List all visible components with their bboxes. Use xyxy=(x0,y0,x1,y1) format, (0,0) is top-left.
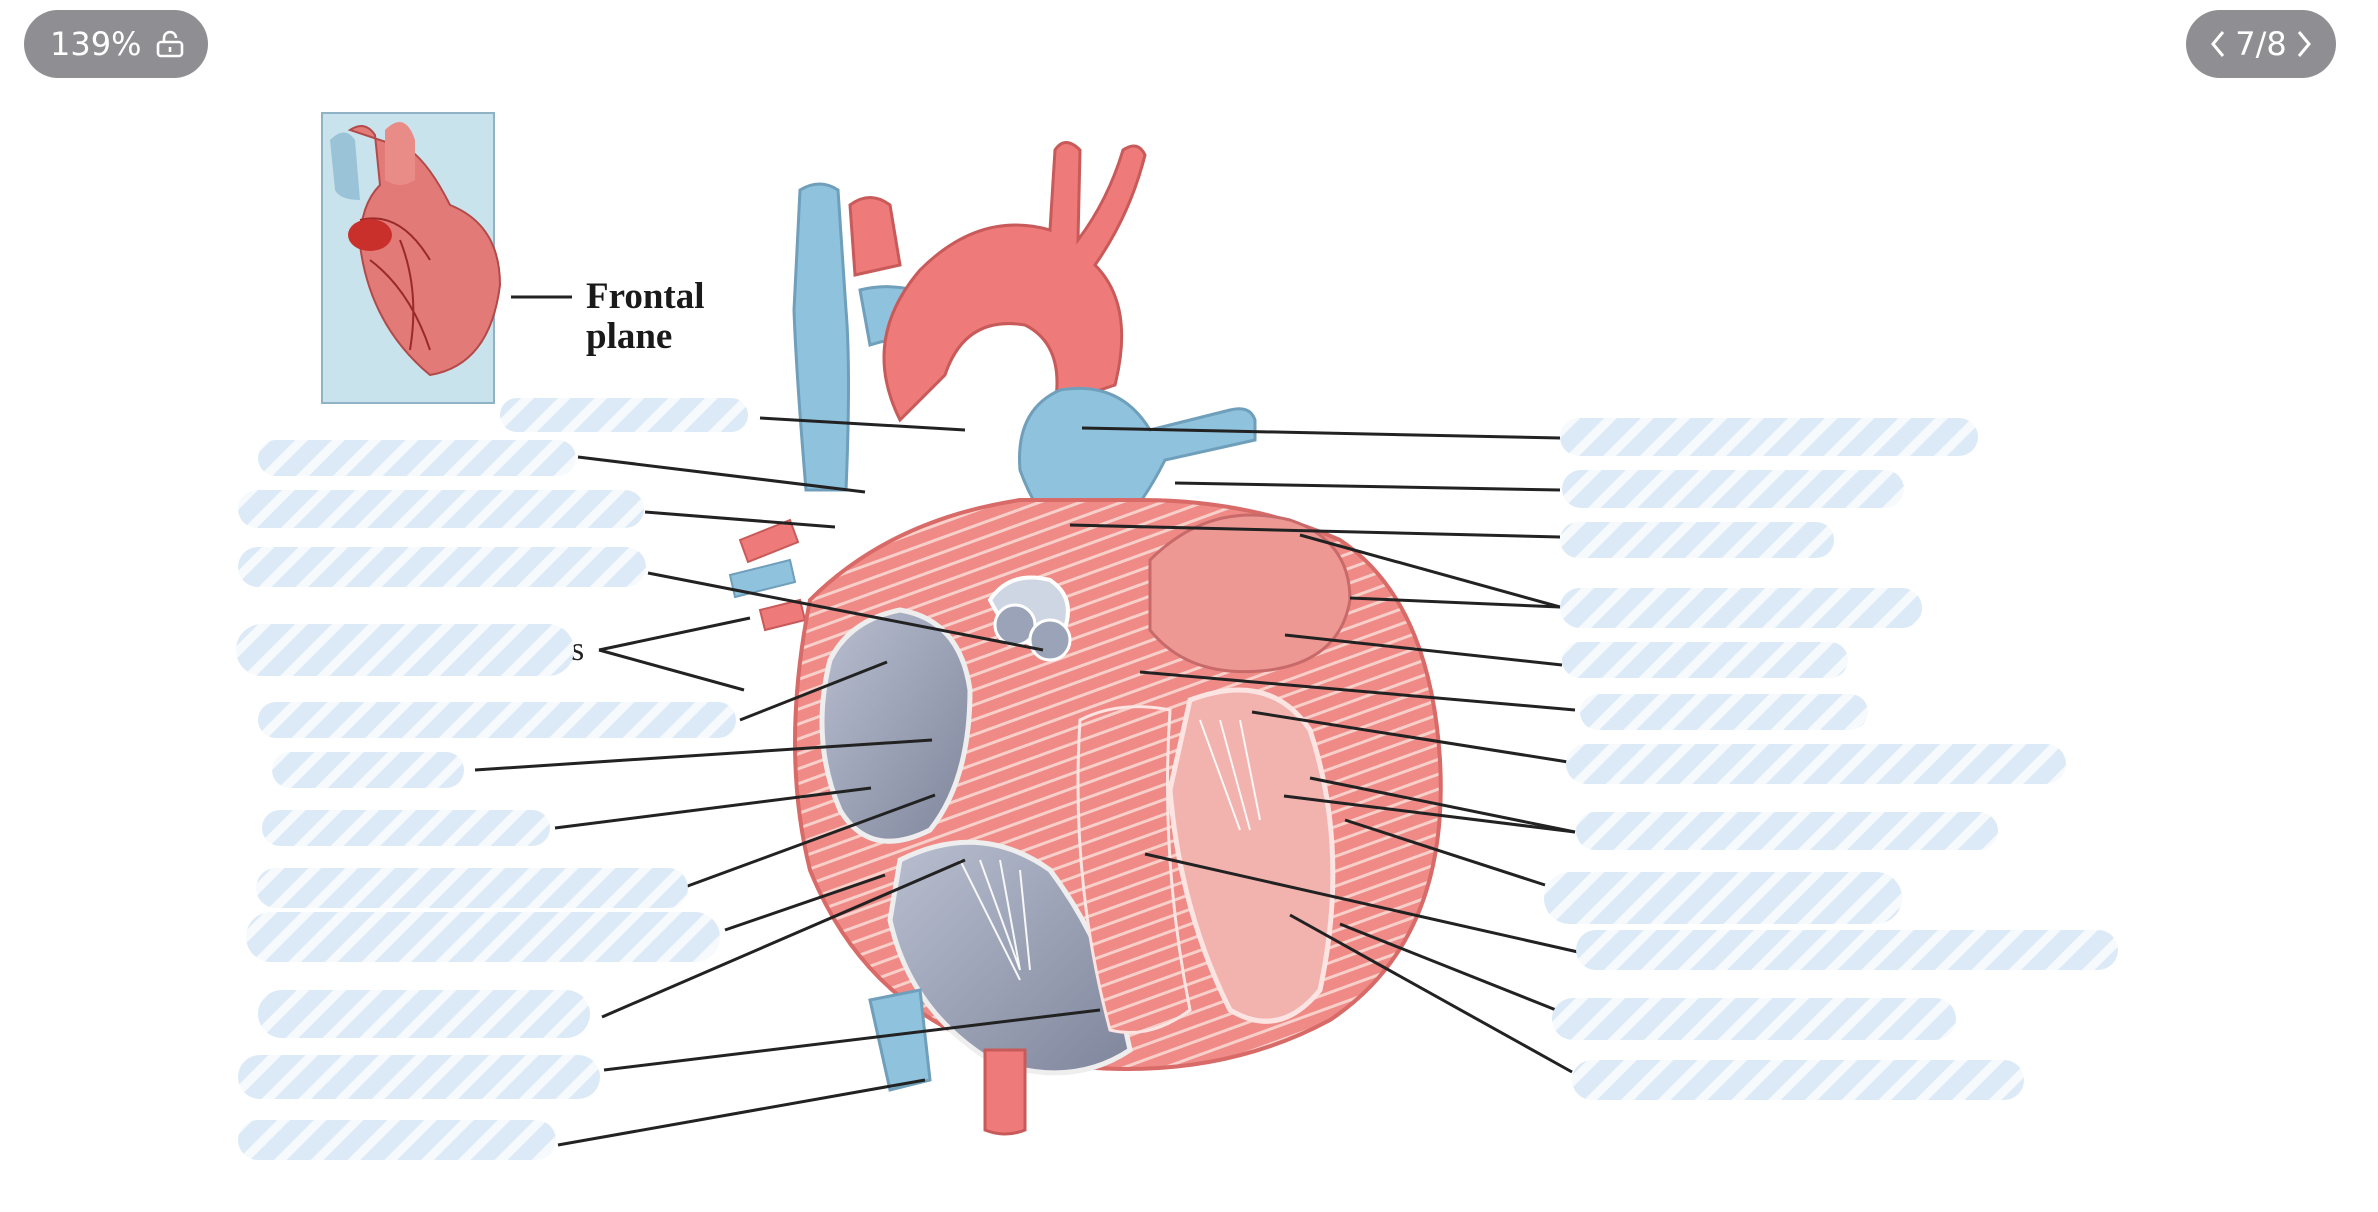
leader-lines xyxy=(474,416,1579,1147)
masked-label xyxy=(1560,522,1834,558)
masked-label xyxy=(258,440,576,476)
right-ventricle-cavity xyxy=(887,839,1133,1076)
chordae-tendineae xyxy=(959,719,1261,981)
masked-label xyxy=(238,547,646,587)
left-ventricle-cavity xyxy=(1167,687,1336,1024)
masked-labels-right xyxy=(1544,418,2118,1100)
masked-label xyxy=(272,752,464,788)
masked-label xyxy=(258,990,590,1038)
chevron-right-icon[interactable] xyxy=(2295,29,2313,59)
masked-label xyxy=(1560,588,1922,628)
chevron-left-icon[interactable] xyxy=(2209,29,2227,59)
masked-label xyxy=(238,490,644,528)
frontal-plane-label: Frontal plane xyxy=(586,276,714,357)
masked-label xyxy=(238,1055,600,1099)
masked-label xyxy=(500,398,748,432)
masked-label xyxy=(1562,470,1904,508)
interventricular-septum xyxy=(1076,705,1192,1034)
page-number: 7/8 xyxy=(2235,25,2287,63)
masked-label xyxy=(1576,812,1998,850)
masked-label xyxy=(256,868,688,908)
inferior-vena-cava xyxy=(868,988,932,1092)
masked-label xyxy=(262,810,550,846)
label-fragment-s: s xyxy=(571,631,584,668)
masked-label xyxy=(1576,930,2118,970)
page-indicator: 7/8 xyxy=(2186,10,2336,78)
pulmonary-veins-right xyxy=(728,518,807,632)
masked-label xyxy=(1552,998,1956,1040)
masked-label xyxy=(1560,418,1978,456)
masked-labels-left xyxy=(236,398,748,1160)
masked-label xyxy=(1566,744,2066,784)
masked-label xyxy=(258,702,736,738)
left-atrium xyxy=(1148,513,1352,674)
zoom-indicator[interactable]: 139% xyxy=(24,10,208,78)
lock-icon[interactable] xyxy=(155,30,185,58)
masked-label xyxy=(1562,642,1848,678)
zoom-level: 139% xyxy=(50,25,142,63)
right-atrium-cavity xyxy=(819,607,973,844)
masked-label xyxy=(1572,1060,2024,1100)
masked-label xyxy=(236,624,574,676)
masked-label xyxy=(246,912,720,962)
aorta xyxy=(848,141,1147,423)
masked-label xyxy=(238,1120,556,1160)
masked-label xyxy=(1580,694,1868,730)
masked-label xyxy=(1544,872,1902,924)
descending-aorta xyxy=(983,1048,1027,1136)
frontal-plane-inset xyxy=(321,112,502,404)
